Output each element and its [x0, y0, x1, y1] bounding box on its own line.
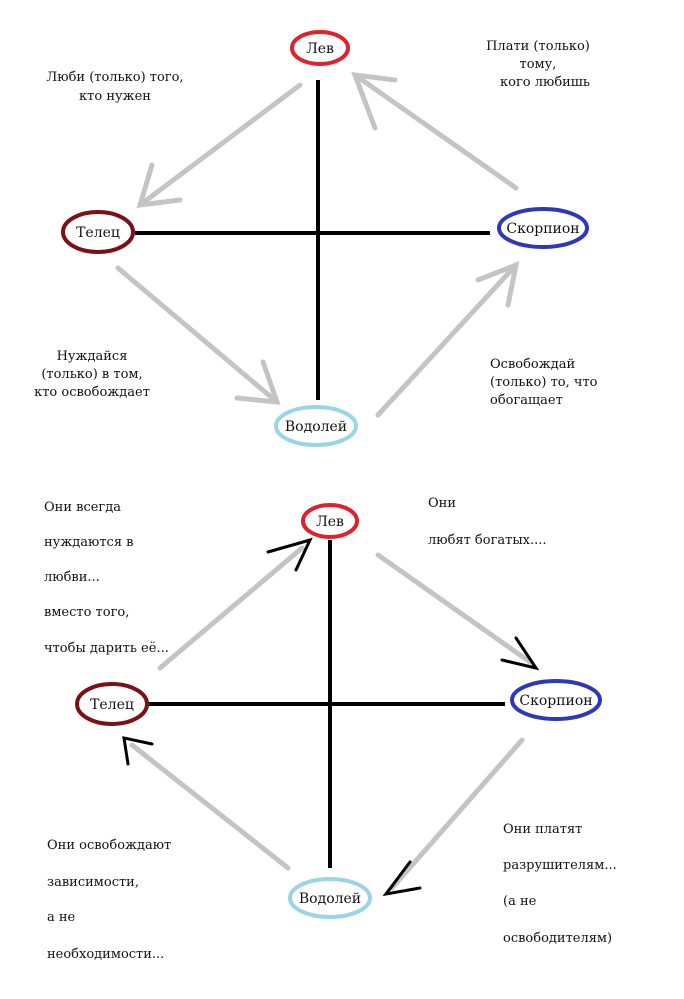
- note-line: а не: [47, 910, 76, 925]
- note-top-left: Они всегда нуждаются в любви... вместо т…: [44, 500, 169, 656]
- note-line: Они всегда: [44, 500, 121, 515]
- node-aquarius: Водолей: [274, 405, 358, 447]
- note-line: кого любишь: [500, 75, 590, 90]
- note-line: Плати (только): [486, 39, 590, 54]
- arrow-aquarius-to-scorpio: [375, 260, 520, 418]
- note-line: освободителям): [503, 931, 612, 946]
- node-taurus: Телец: [61, 210, 135, 254]
- note-line: (а не: [503, 894, 537, 909]
- node-label-scorpio: Скорпион: [506, 221, 579, 237]
- node-scorpio: Скорпион: [510, 679, 602, 721]
- note-line: нуждаются в: [44, 535, 133, 550]
- node-leo: Лев: [290, 30, 350, 66]
- node-scorpio: Скорпион: [497, 207, 589, 249]
- note-line: необходимости...: [47, 947, 164, 962]
- node-label-leo: Лев: [316, 514, 344, 530]
- note-line: Освобождай: [490, 357, 575, 372]
- note-bottom-right: Они платят разрушителям... (а не освобод…: [503, 822, 617, 946]
- diagram-top: Лев Телец Скорпион Водолей Люби (только)…: [34, 30, 598, 447]
- note-line: тому,: [520, 57, 557, 72]
- note-line: разрушителям...: [503, 858, 617, 873]
- arrow-taurus-to-leo: [157, 537, 313, 671]
- note-line: чтобы дарить её...: [44, 641, 169, 656]
- note-line: Люби (только) того,: [46, 70, 183, 85]
- note-line: вместо того,: [44, 605, 129, 620]
- arrow-leo-to-taurus: [136, 82, 303, 208]
- node-label-taurus: Телец: [90, 697, 134, 713]
- node-label-scorpio: Скорпион: [519, 693, 592, 709]
- arrow-leo-to-scorpio: [375, 552, 540, 671]
- note-line: Они платят: [503, 822, 582, 837]
- note-line: (только) то, что: [490, 375, 598, 390]
- note-line: кто нужен: [79, 89, 151, 104]
- note-line: обогащает: [490, 393, 563, 408]
- arrow-scorpio-to-aquarius: [382, 737, 525, 897]
- arrow-taurus-to-aquarius: [115, 265, 281, 405]
- node-label-aquarius: Водолей: [285, 419, 347, 435]
- note-line: зависимости,: [47, 875, 139, 890]
- node-label-leo: Лев: [306, 41, 334, 57]
- arrow-scorpio-to-leo: [351, 72, 519, 191]
- note-line: Они: [428, 496, 456, 511]
- note-line: Они освобождают: [47, 838, 171, 853]
- node-taurus: Телец: [75, 682, 149, 726]
- note-line: Нуждайся: [57, 349, 128, 364]
- note-line: любят богатых....: [428, 533, 547, 548]
- note-top-left: Люби (только) того, кто нужен: [46, 70, 183, 104]
- node-label-aquarius: Водолей: [299, 891, 361, 907]
- note-line: любви...: [44, 570, 100, 585]
- arrow-aquarius-to-taurus: [122, 736, 291, 871]
- note-bottom-right: Освобождай (только) то, что обогащает: [490, 357, 598, 408]
- diagram-bottom: Лев Телец Скорпион Водолей Они всегда ну…: [44, 496, 617, 962]
- note-bottom-left: Они освобождают зависимости, а не необхо…: [47, 838, 171, 962]
- note-bottom-left: Нуждайся (только) в том, кто освобождает: [34, 349, 150, 400]
- node-leo: Лев: [301, 503, 359, 539]
- note-top-right: Плати (только) тому, кого любишь: [486, 39, 590, 90]
- note-line: (только) в том,: [41, 367, 142, 382]
- note-top-right: Они любят богатых....: [428, 496, 547, 548]
- node-aquarius: Водолей: [288, 877, 372, 919]
- node-label-taurus: Телец: [76, 225, 120, 241]
- note-line: кто освобождает: [34, 385, 150, 400]
